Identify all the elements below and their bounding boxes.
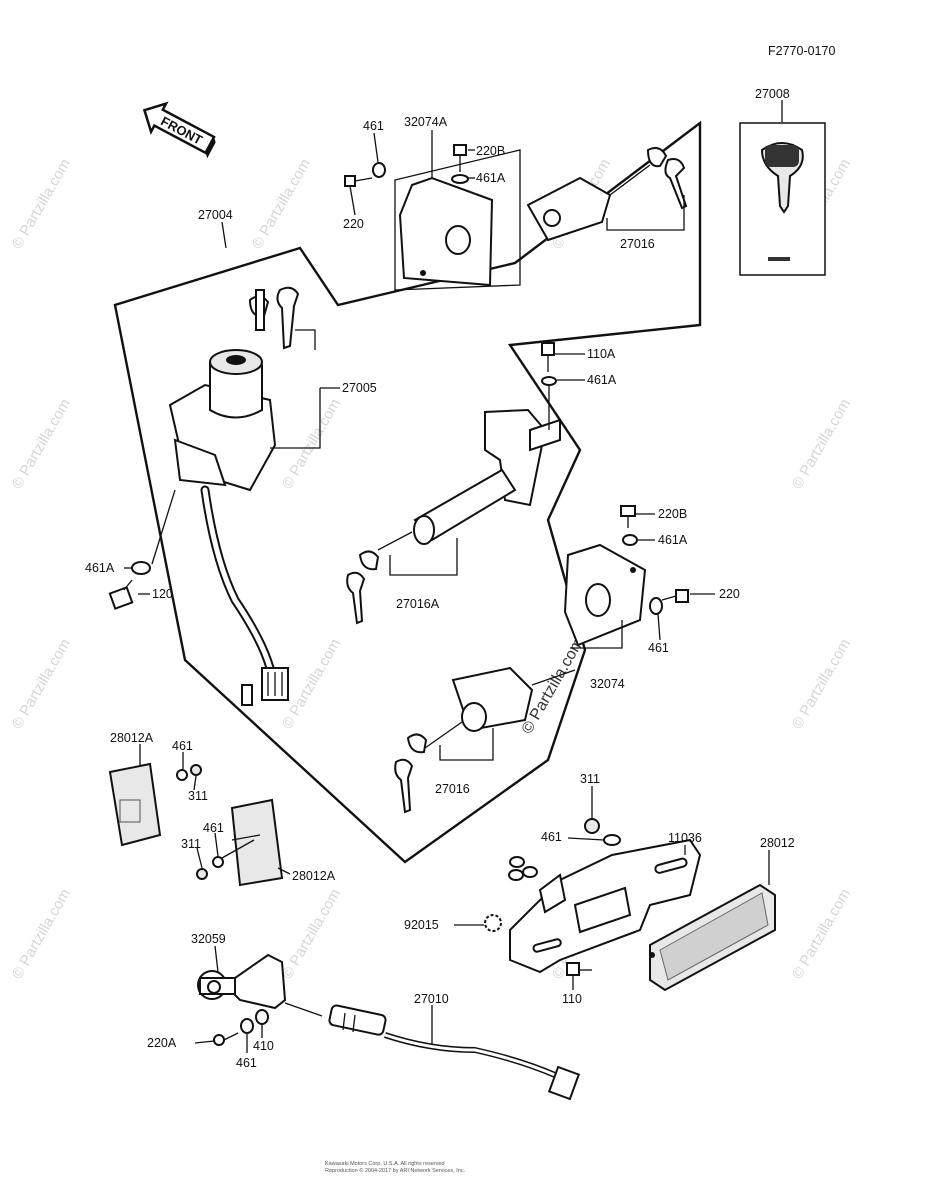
- part-label: 311: [580, 772, 600, 786]
- bolt-110: [566, 962, 592, 976]
- leader-lines: [124, 130, 770, 1053]
- bolt-120: [108, 579, 134, 610]
- washer-461: [176, 769, 188, 781]
- part-label: 311: [181, 837, 201, 851]
- part-label: 220: [719, 587, 740, 601]
- screw-220: [344, 175, 373, 187]
- part-label: 461: [203, 821, 224, 835]
- watermark: © Partzilla.com: [9, 396, 74, 492]
- part-label: 32074A: [404, 115, 448, 129]
- screw-220: [661, 589, 689, 603]
- footer-line2: Reproduction © 2004-2017 by ARI Network …: [325, 1167, 466, 1174]
- watermark: © Partzilla.com: [789, 396, 854, 492]
- part-label: 461: [363, 119, 384, 133]
- part-label: 220B: [476, 144, 505, 158]
- part-label: 27005: [342, 381, 377, 395]
- bracket-11036: [509, 838, 702, 974]
- footer-line1: Kawasaki Motors Corp. U.S.A. All rights …: [325, 1161, 445, 1167]
- washer-461: [240, 1018, 254, 1034]
- lock-27016-bottom: [394, 666, 576, 814]
- bracket-32074: [563, 543, 647, 647]
- nut-311: [190, 764, 202, 776]
- washer-461A: [622, 534, 638, 546]
- part-label: 92015: [404, 918, 439, 932]
- reflector-28012A-lower: [230, 798, 284, 887]
- part-label: 311: [188, 789, 208, 803]
- bushings: [508, 856, 538, 881]
- lock-27016-top: [526, 147, 688, 242]
- washer-461: [212, 856, 224, 868]
- part-label: 461: [236, 1056, 257, 1070]
- ignition-switch-27005: [168, 286, 300, 492]
- nut-311: [196, 868, 208, 880]
- washer-461A: [541, 376, 557, 386]
- part-label: 120: [152, 587, 173, 601]
- watermark: © Partzilla.com: [279, 886, 344, 982]
- part-label: 27016A: [396, 597, 440, 611]
- washer-410: [255, 1009, 269, 1025]
- bracket-32074A: [398, 176, 494, 287]
- switch-27010: [328, 1004, 387, 1036]
- washer-461: [649, 597, 663, 615]
- part-label: 27008: [755, 87, 790, 101]
- part-label: 461A: [85, 561, 115, 575]
- part-label: 32059: [191, 932, 226, 946]
- part-label: 110A: [587, 347, 616, 361]
- watermark: © Partzilla.com: [789, 636, 854, 732]
- part-label: 461A: [476, 171, 506, 185]
- part-labels: 27008 461 32074A 220B 461A 220 27016 270…: [85, 87, 795, 1070]
- part-label: 220B: [658, 507, 687, 521]
- front-arrow-icon: FRONT: [142, 101, 216, 159]
- assembly-boundary: [113, 120, 702, 864]
- washer-461A: [451, 174, 469, 184]
- part-label: 461: [541, 830, 562, 844]
- part-label: 461: [172, 739, 193, 753]
- part-label: 27016: [620, 237, 655, 251]
- reflector-28012A-upper: [108, 762, 162, 847]
- nut-311: [584, 818, 600, 834]
- washer-461: [603, 834, 621, 846]
- part-label: 27010: [414, 992, 449, 1006]
- part-label: 410: [253, 1039, 274, 1053]
- grommet-92015: [484, 914, 502, 932]
- bracket-group-box: [394, 149, 521, 291]
- part-label: 461A: [587, 373, 617, 387]
- watermark: © Partzilla.com: [9, 636, 74, 732]
- watermark: © Partzilla.com: [789, 886, 854, 982]
- part-label: 461: [648, 641, 669, 655]
- connector: [261, 667, 289, 701]
- part-label: 28012A: [110, 731, 154, 745]
- washer-461: [372, 162, 386, 178]
- part-label: 27016: [435, 782, 470, 796]
- part-label: 220A: [147, 1036, 177, 1050]
- part-label: 11036: [668, 831, 702, 845]
- watermark: © Partzilla.com: [249, 156, 314, 252]
- watermark: © Partzilla.com: [279, 396, 344, 492]
- part-label: 461A: [658, 533, 688, 547]
- part-label: 27004: [198, 208, 233, 222]
- lock-27016A: [346, 408, 561, 625]
- switch-bracket-32059: [197, 953, 287, 1010]
- part-label: 28012A: [292, 869, 336, 883]
- screw-110A: [541, 342, 555, 372]
- part-label: 32074: [590, 677, 625, 691]
- part-label: 28012: [760, 836, 795, 850]
- part-label: 220: [343, 217, 364, 231]
- screw-220B: [620, 505, 636, 528]
- bracket-line: [606, 195, 685, 231]
- connector-small: [241, 684, 253, 706]
- reflector-28012: [649, 883, 776, 992]
- screw-220A: [213, 1032, 239, 1046]
- watermark: © Partzilla.com: [9, 156, 74, 252]
- key-27008: [739, 100, 826, 276]
- washer-461A: [131, 561, 151, 575]
- watermark: © Partzilla.com: [9, 886, 74, 982]
- figure-code: F2770-0170: [768, 44, 835, 58]
- screw-220B: [453, 144, 467, 172]
- connector-27010: [547, 1065, 581, 1101]
- part-label: 110: [562, 992, 582, 1006]
